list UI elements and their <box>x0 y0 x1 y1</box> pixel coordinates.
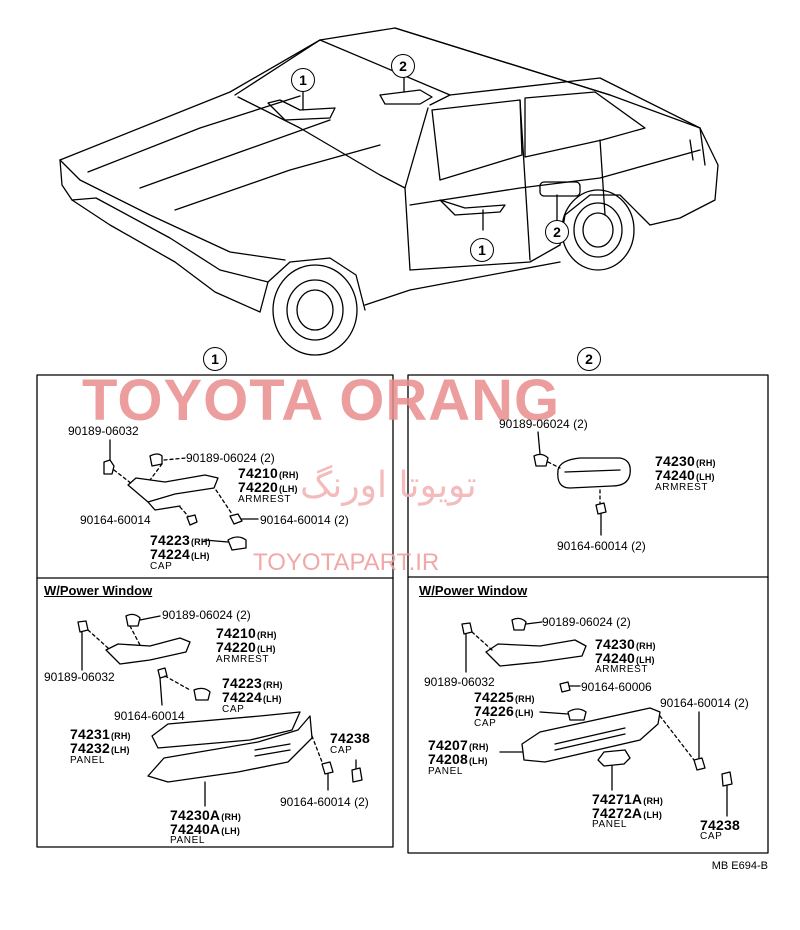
panel-2-top-parts <box>533 431 631 536</box>
p2t-armrest-rh: 74230(RH) <box>655 453 716 469</box>
p1t-cap-lh: 74224(LH) <box>150 546 210 562</box>
p2b-panel-lh: 74208(LH) <box>428 751 488 767</box>
p2b-clip-b: 90189-06024 (2) <box>542 615 631 629</box>
p2b-screw-c: 90164-60006 <box>581 680 652 694</box>
p2t-screw: 90164-60014 (2) <box>557 539 646 553</box>
p2b-clip-a: 90189-06032 <box>424 675 495 689</box>
p1t-clip-a: 90189-06032 <box>68 424 139 438</box>
callout-2-door: 2 <box>545 220 569 244</box>
panel-1-callout: 1 <box>203 347 227 371</box>
p2t-armrest-name: ARMREST <box>655 482 709 493</box>
p1b-cap2: 74238 <box>330 730 370 746</box>
p2b-small-rh: 74271A(RH) <box>592 791 664 807</box>
p1b-panelA-rh: 74230A(RH) <box>170 807 242 823</box>
panel-1-frame <box>36 374 394 848</box>
panel-2-callout: 2 <box>577 347 601 371</box>
p1b-clip-b: 90189-06024 (2) <box>162 608 251 622</box>
callout-1-top: 1 <box>291 68 315 92</box>
p2b-armrest-rh: 74230(RH) <box>595 636 656 652</box>
drawing-code: MB E694-B <box>711 860 768 872</box>
p2b-cap-rh: 74225(RH) <box>474 689 535 705</box>
p1b-cap-rh: 74223(RH) <box>222 675 283 691</box>
p2b-cap2: 74238 <box>700 817 740 833</box>
p2b-heading: W/Power Window <box>419 583 528 598</box>
p2b-panel-name: PANEL <box>428 766 464 777</box>
p2b-armrest-lh: 74240(LH) <box>595 650 655 666</box>
p1b-armrest-rh: 74210(RH) <box>216 625 277 641</box>
p2b-armrest-name: ARMREST <box>595 664 649 675</box>
p2b-cap-lh: 74226(LH) <box>474 703 534 719</box>
p2b-cap2-name: CAP <box>700 831 723 842</box>
panel-2-bottom-parts <box>461 617 733 817</box>
p1t-cap-rh: 74223(RH) <box>150 532 211 548</box>
panel-2-frame <box>407 374 769 854</box>
p1b-panelA-name: PANEL <box>170 835 206 846</box>
p1t-screw-b: 90164-60014 (2) <box>260 513 349 527</box>
callout-1-door: 1 <box>470 238 494 262</box>
p1b-armrest-lh: 74220(LH) <box>216 639 276 655</box>
p2b-small-name: PANEL <box>592 819 628 830</box>
p2b-cap-name: CAP <box>474 718 497 729</box>
p1b-heading: W/Power Window <box>44 583 153 598</box>
p1b-armrest-name: ARMREST <box>216 654 270 665</box>
p1b-panel-name: PANEL <box>70 755 106 766</box>
p1t-armrest-name: ARMREST <box>238 494 292 505</box>
p2t-armrest-lh: 74240(LH) <box>655 467 715 483</box>
panel-1-top-parts <box>103 439 259 551</box>
p1b-panel-rh: 74231(RH) <box>70 726 131 742</box>
car-illustration <box>59 27 719 356</box>
p1b-clip-a: 90189-06032 <box>44 670 115 684</box>
panel-1-bottom-parts <box>77 613 363 807</box>
p1t-armrest-rh: 74210(RH) <box>238 465 299 481</box>
p1b-cap2-name: CAP <box>330 745 353 756</box>
p1b-screw-b: 90164-60014 (2) <box>280 795 369 809</box>
p2t-clip: 90189-06024 (2) <box>499 417 588 431</box>
p2b-screw-b: 90164-60014 (2) <box>660 696 749 710</box>
p1t-screw-a: 90164-60014 <box>80 513 151 527</box>
callout-2-top: 2 <box>391 54 415 78</box>
p1t-clip-b: 90189-06024 (2) <box>186 451 275 465</box>
p1t-cap-name: CAP <box>150 561 173 572</box>
p1b-panel-lh: 74232(LH) <box>70 740 130 756</box>
p1t-armrest-lh: 74220(LH) <box>238 479 298 495</box>
p1b-cap-lh: 74224(LH) <box>222 689 282 705</box>
p1b-cap-name: CAP <box>222 704 245 715</box>
p1b-panelA-lh: 74240A(LH) <box>170 821 241 837</box>
p1b-screw-a: 90164-60014 <box>114 709 185 723</box>
p2b-small-lh: 74272A(LH) <box>592 805 663 821</box>
p2b-panel-rh: 74207(RH) <box>428 737 489 753</box>
